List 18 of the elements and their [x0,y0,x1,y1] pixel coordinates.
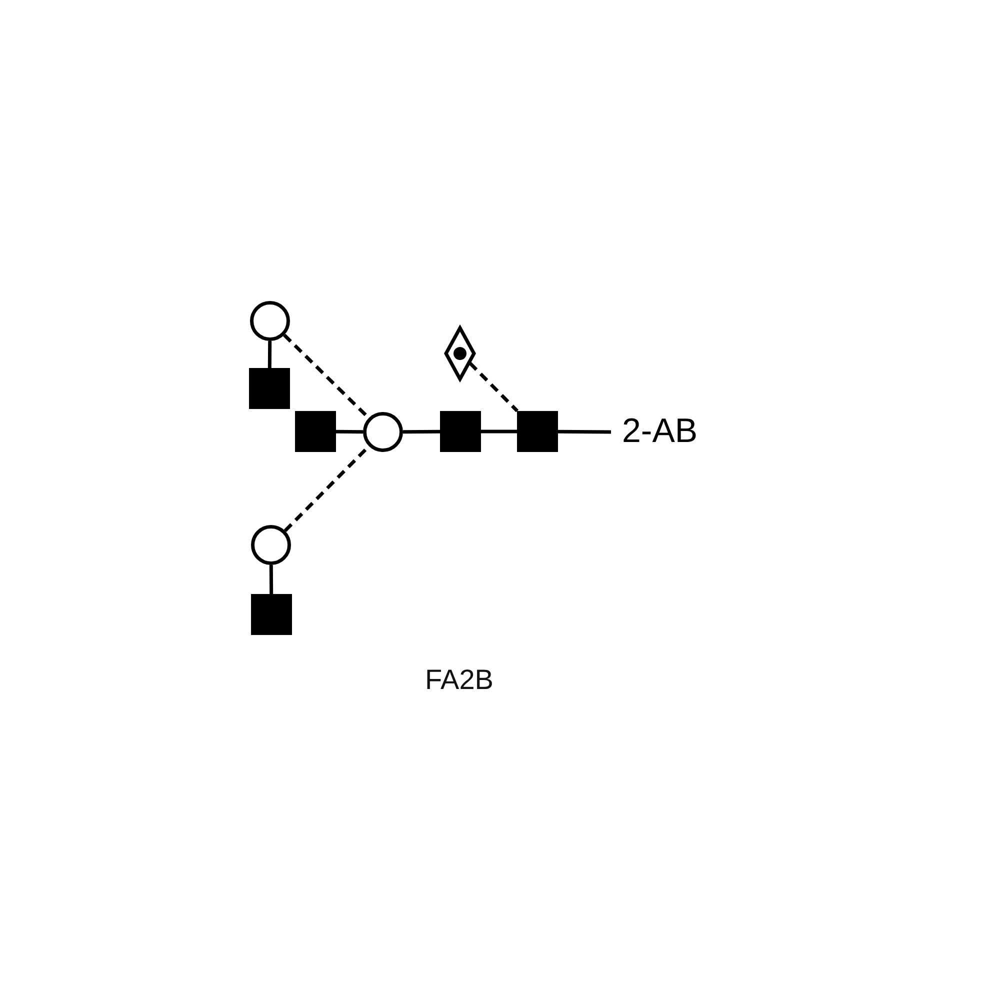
square-symbol [249,368,290,409]
linkage-line [336,430,364,434]
linkage-line [558,430,612,434]
linkage-line [402,430,440,434]
square-symbol [251,594,292,635]
circle-symbol [363,412,403,452]
linkage-line [268,340,272,368]
linkage-line [269,564,274,594]
diamond-symbol [444,326,476,380]
end-label: 2-AB [611,411,698,451]
circle-symbol [251,525,291,565]
square-symbol [517,411,558,452]
circle-symbol [250,301,290,341]
square-symbol [440,411,481,452]
linkage-line [481,430,517,434]
glycan-name: FA2B [425,664,494,696]
dashed-linkage-line [468,362,518,412]
square-symbol [295,411,336,452]
